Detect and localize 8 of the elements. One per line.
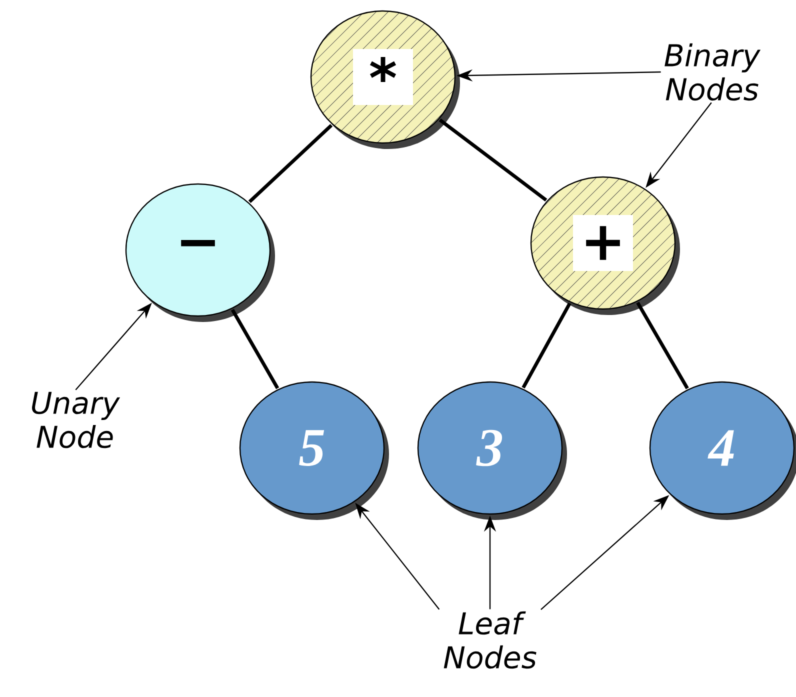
tree-edge <box>636 302 689 390</box>
label-text: Binary Nodes <box>664 43 761 101</box>
tree-edge <box>438 118 548 202</box>
tree-edge <box>522 302 572 389</box>
label-text: Leaf Nodes <box>444 611 536 669</box>
tree-edge <box>230 308 280 390</box>
label-text: Unary Node <box>32 392 120 448</box>
tree-edge <box>248 124 333 204</box>
